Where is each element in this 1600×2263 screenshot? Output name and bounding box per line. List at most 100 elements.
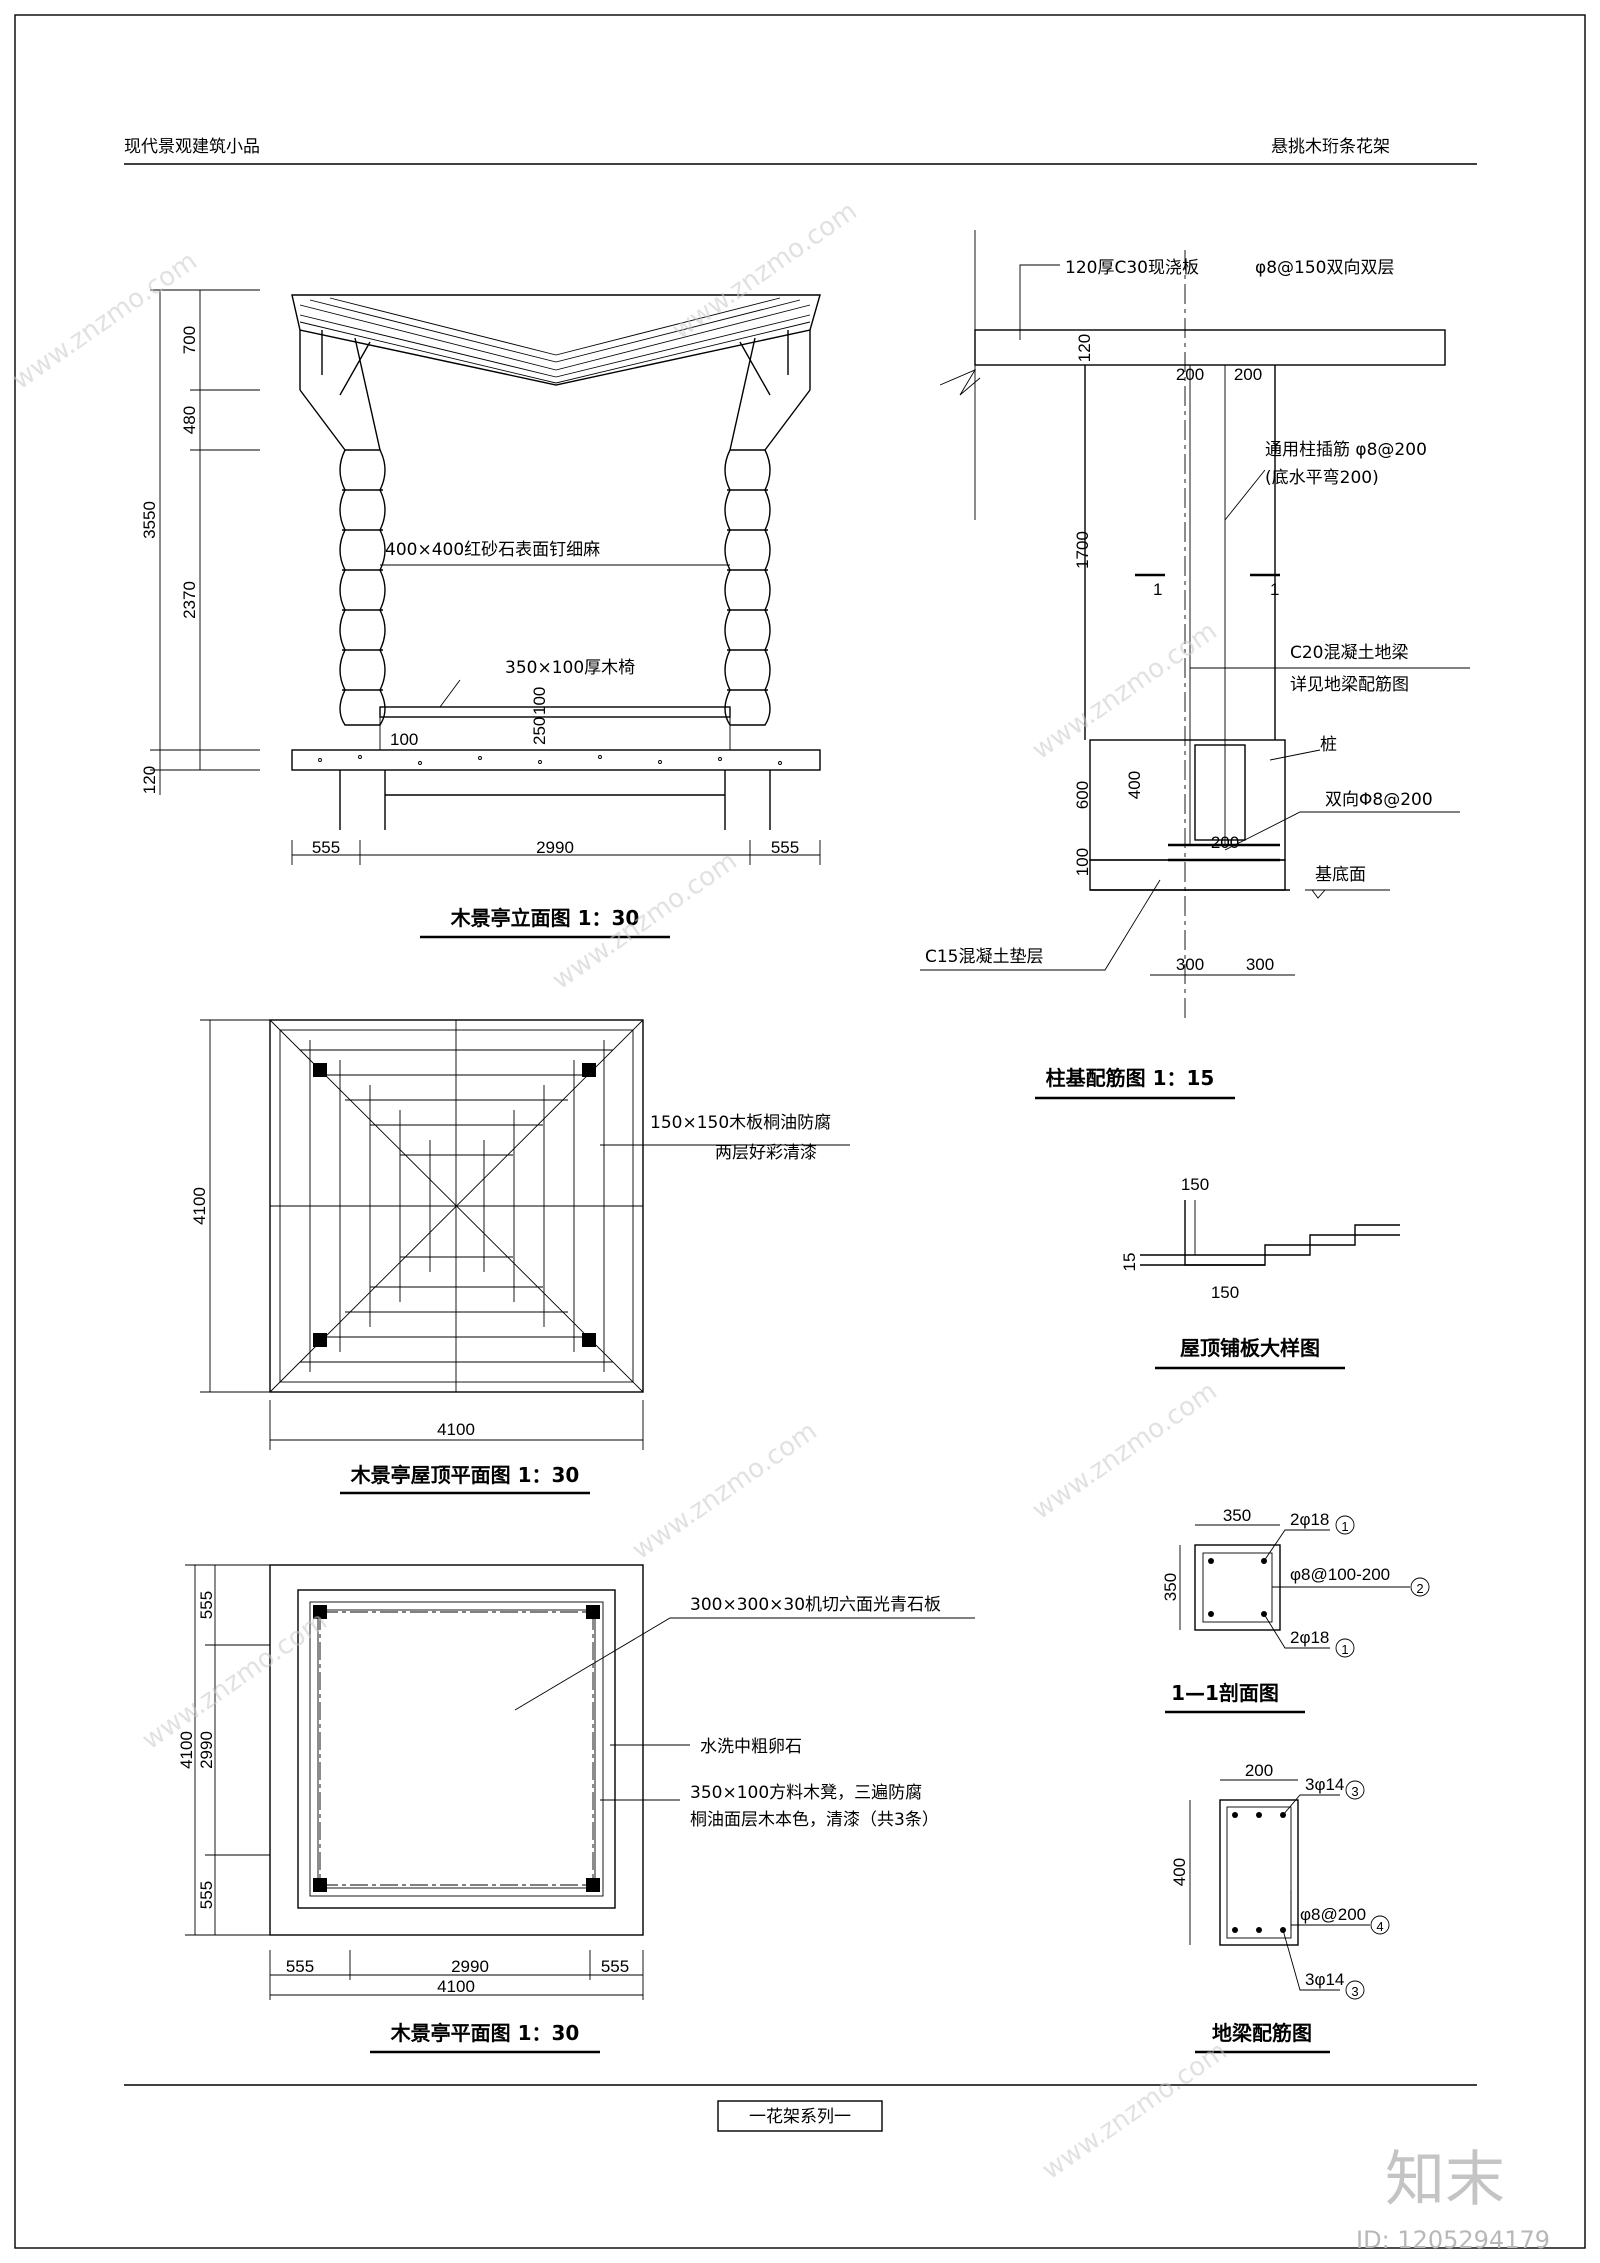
cb-beam2: 详见地梁配筋图 [1290, 675, 1409, 695]
fp-dim-2990-h: 2990 [451, 1957, 489, 1976]
roof-plan-dim-h: 4100 [437, 1420, 475, 1439]
fp-note-bench2: 桐油面层木本色，清漆（共3条） [690, 1810, 939, 1830]
post-ne [582, 1063, 596, 1077]
roof-detail-view: 150 15 150 屋顶铺板大样图 [1120, 1175, 1400, 1370]
fp-dim-555b-h: 555 [601, 1957, 629, 1976]
watermark-site-8: www.znzmo.com [1037, 2036, 1233, 2186]
dim-555-right: 555 [771, 838, 799, 857]
beam-c3: 3 [1351, 1984, 1358, 1999]
watermark-site-1: www.znzmo.com [7, 246, 203, 396]
beam-c1: 3 [1351, 1784, 1358, 1799]
dim-250: 250 [530, 717, 549, 745]
roof-detail-title: 屋顶铺板大样图 [1180, 1336, 1320, 1360]
cb-dim-200b: 200 [1234, 365, 1262, 384]
cb-slab-note: 120厚C30现浇板 [1065, 258, 1199, 278]
watermark-site-5: www.znzmo.com [627, 1416, 823, 1566]
dim-120: 120 [140, 766, 159, 794]
dim-700: 700 [180, 326, 199, 354]
beam-section-view: 200 400 3φ14 3 φ8@200 4 3φ14 3 地梁配筋图 [1170, 1761, 1390, 2054]
post-se [582, 1333, 596, 1347]
cb-col-rebar2: (底水平弯200) [1265, 468, 1379, 488]
fp-dim-555a-h: 555 [286, 1957, 314, 1976]
cb-dim-600: 600 [1073, 781, 1092, 809]
watermark-site-7: www.znzmo.com [137, 1606, 333, 1756]
fp-dim-555a-v: 555 [197, 1591, 216, 1619]
dim-2990: 2990 [536, 838, 574, 857]
post-sw [313, 1333, 327, 1347]
roof-plan-note2: 两层好彩清漆 [715, 1143, 817, 1163]
note-stone: 400×400红砂石表面钉细麻 [385, 540, 600, 560]
cb-base-surface: 基底面 [1315, 865, 1366, 885]
note-bench: 350×100厚木椅 [505, 658, 635, 678]
fp-dim-2990-v: 2990 [197, 1731, 216, 1769]
foundation [339, 770, 771, 830]
floor-post-ne [586, 1605, 600, 1619]
section-11-title: 1—1剖面图 [1171, 1681, 1279, 1705]
cb-dim-300a: 300 [1176, 955, 1204, 974]
s11-c2: 2 [1416, 1581, 1423, 1596]
elevation-title: 木景亭立面图 1：30 [450, 906, 640, 930]
fp-note-slab: 300×300×30机切六面光青石板 [690, 1595, 941, 1615]
cb-beam: C20混凝土地梁 [1290, 643, 1409, 663]
cb-dim-400: 400 [1125, 771, 1144, 799]
beam-r1: 3φ14 [1305, 1775, 1344, 1794]
s11-c1: 1 [1341, 1519, 1348, 1534]
cb-col-rebar: 通用柱插筋 φ8@200 [1265, 440, 1427, 460]
right-column [724, 449, 771, 726]
cb-dim-1700: 1700 [1073, 531, 1092, 569]
section-11-view: 350 350 2φ18 1 φ8@100-200 2 2φ18 1 1—1剖面… [1161, 1506, 1430, 1714]
watermark-site-6: www.znzmo.com [1027, 1376, 1223, 1526]
watermark-id: ID: 1205294179 [1356, 2226, 1550, 2254]
elevation-dims-v [150, 289, 260, 795]
fp-dim-4100-v: 4100 [177, 1731, 196, 1769]
floor-plan-title: 木景亭平面图 1：30 [390, 2021, 580, 2045]
post-nw [313, 1063, 327, 1077]
column-base-view: 120 200 200 1700 600 400 100 200 300 300… [920, 230, 1470, 1100]
roof-boards [299, 297, 811, 384]
watermark-brand: 知末 [1385, 2145, 1505, 2215]
dim-100-b: 100 [530, 687, 549, 715]
roof-plan-dim-v: 4100 [190, 1187, 209, 1225]
floor-post-sw [313, 1878, 327, 1892]
cb-two-way: 双向Φ8@200 [1325, 790, 1433, 810]
beam-section-title: 地梁配筋图 [1212, 2021, 1312, 2045]
roof-brackets [299, 330, 811, 451]
cb-dim-200a: 200 [1176, 365, 1204, 384]
cushion [1089, 859, 1286, 891]
slab [974, 329, 1446, 366]
cb-dim-100: 100 [1073, 848, 1092, 876]
section-mark-right: 1 [1270, 580, 1279, 599]
elevation-view: 700 480 2370 3550 120 555 2990 555 100 1… [140, 289, 821, 939]
dim-3550: 3550 [140, 501, 159, 539]
s11-h: 350 [1161, 1573, 1180, 1601]
fp-note-bench1: 350×100方料木凳，三遍防腐 [690, 1783, 922, 1803]
pile-top [1089, 739, 1286, 861]
s11-c3: 1 [1341, 1642, 1348, 1657]
floor-post-nw [313, 1605, 327, 1619]
roof-outline [291, 294, 821, 386]
platform-slab [291, 749, 821, 771]
roof-detail-15: 15 [1120, 1253, 1139, 1272]
roof-plan-boards [300, 1040, 613, 1372]
dim-100-a: 100 [390, 730, 418, 749]
column-base-title: 柱基配筋图 1：15 [1046, 1066, 1215, 1090]
s11-r1: 2φ18 [1290, 1510, 1329, 1529]
dim-2370: 2370 [180, 581, 199, 619]
roof-plan-title: 木景亭屋顶平面图 1：30 [350, 1463, 580, 1487]
footer-box [717, 2100, 883, 2132]
header-right: 悬挑木珩条花架 [1271, 137, 1390, 157]
dim-480: 480 [180, 406, 199, 434]
roof-detail-150a: 150 [1181, 1175, 1209, 1194]
fp-dim-555b-v: 555 [197, 1881, 216, 1909]
watermark-site-2: www.znzmo.com [667, 196, 863, 346]
roof-detail-150b: 150 [1211, 1283, 1239, 1302]
s11-w: 350 [1223, 1506, 1251, 1525]
footer-series: 一花架系列一 [749, 2107, 851, 2127]
beam-r3: 3φ14 [1305, 1970, 1344, 1989]
fp-dim-4100-h: 4100 [437, 1977, 475, 1996]
roof-plan-view: 4100 4100 150×150木板桐油防腐 两层好彩清漆 木景亭屋顶平面图 … [190, 1019, 850, 1495]
bench-seat [379, 706, 731, 718]
left-column [339, 449, 386, 726]
cb-dim-300b: 300 [1246, 955, 1274, 974]
